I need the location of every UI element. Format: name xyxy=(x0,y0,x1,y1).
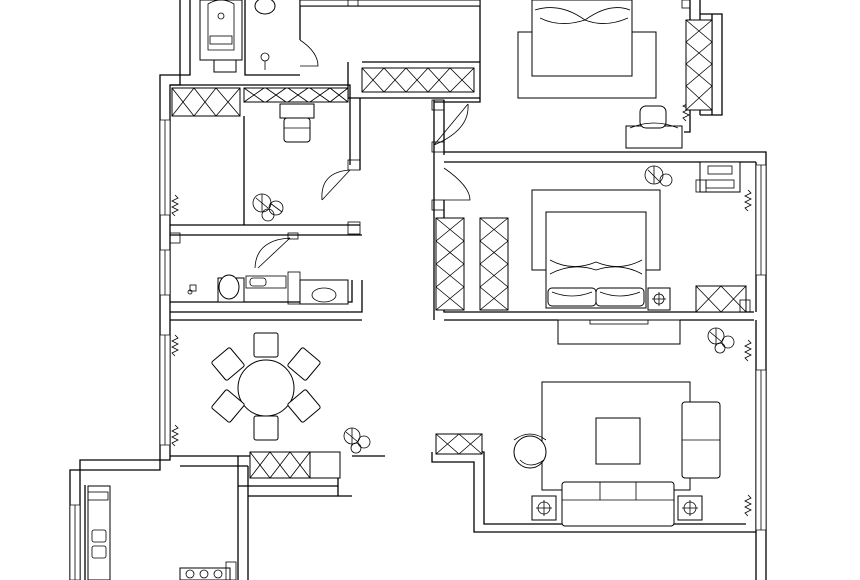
study-desk-chair xyxy=(279,103,315,143)
living-side-tables xyxy=(531,495,703,521)
master-bed xyxy=(517,0,657,99)
bedroom2-nightstand xyxy=(647,287,671,311)
master-armchair xyxy=(625,105,683,149)
study-plant xyxy=(252,193,284,222)
top-washbasin xyxy=(254,0,276,70)
living-side-sofa xyxy=(681,401,721,479)
bedroom2-plant xyxy=(644,165,673,187)
living-cabinet xyxy=(435,433,483,455)
pillars xyxy=(347,0,751,313)
living-armchair xyxy=(513,433,547,469)
toilet-room-fixtures xyxy=(187,271,349,305)
bedroom2-bed xyxy=(531,189,661,309)
kitchen xyxy=(87,485,237,580)
living-sofa xyxy=(561,481,675,527)
dining-set xyxy=(211,332,321,441)
dining-plant xyxy=(343,427,371,454)
bedroom2-tv-unit xyxy=(557,319,681,345)
study-cabinet xyxy=(171,87,349,117)
windows xyxy=(69,119,767,580)
dining-sideboard xyxy=(249,451,341,479)
doors xyxy=(169,39,471,269)
corridor-cabinet xyxy=(361,67,475,93)
bathtub xyxy=(199,0,243,73)
bedroom2-desk xyxy=(699,161,741,193)
living-area xyxy=(541,381,691,491)
master-wardrobe xyxy=(685,19,713,111)
living-plant xyxy=(707,327,735,354)
cabinets xyxy=(171,0,747,479)
top-shelf xyxy=(299,0,481,7)
bedroom2-wardrobe xyxy=(435,217,747,313)
